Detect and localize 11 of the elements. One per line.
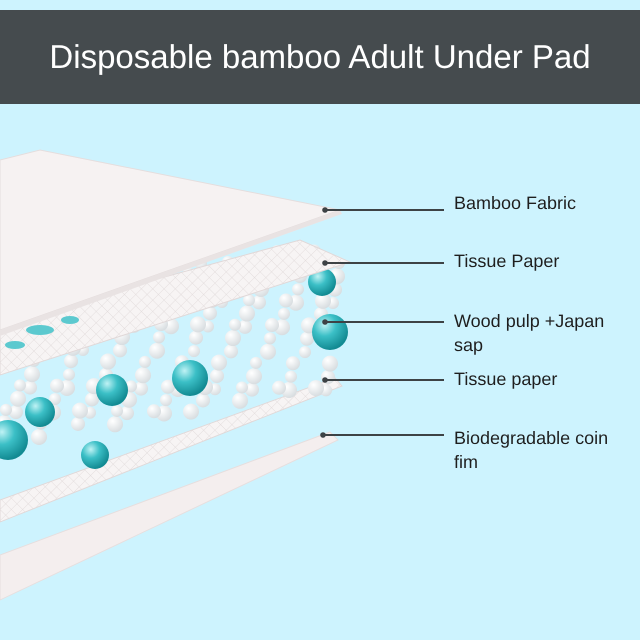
layer-label: Tissue Paper — [454, 250, 560, 273]
leader-line — [322, 207, 444, 213]
leader-line — [322, 319, 444, 325]
layer-label: Biodegradable coin fim — [454, 427, 610, 474]
leader-line — [320, 432, 444, 438]
layer-label: Tissue paper — [454, 368, 558, 391]
leader-line — [322, 377, 444, 383]
title: Disposable bamboo Adult Under Pad — [49, 37, 591, 78]
layer-label: Wood pulp +Japan sap — [454, 310, 606, 357]
layer-label: Bamboo Fabric — [454, 192, 578, 215]
leader-line — [322, 260, 444, 266]
